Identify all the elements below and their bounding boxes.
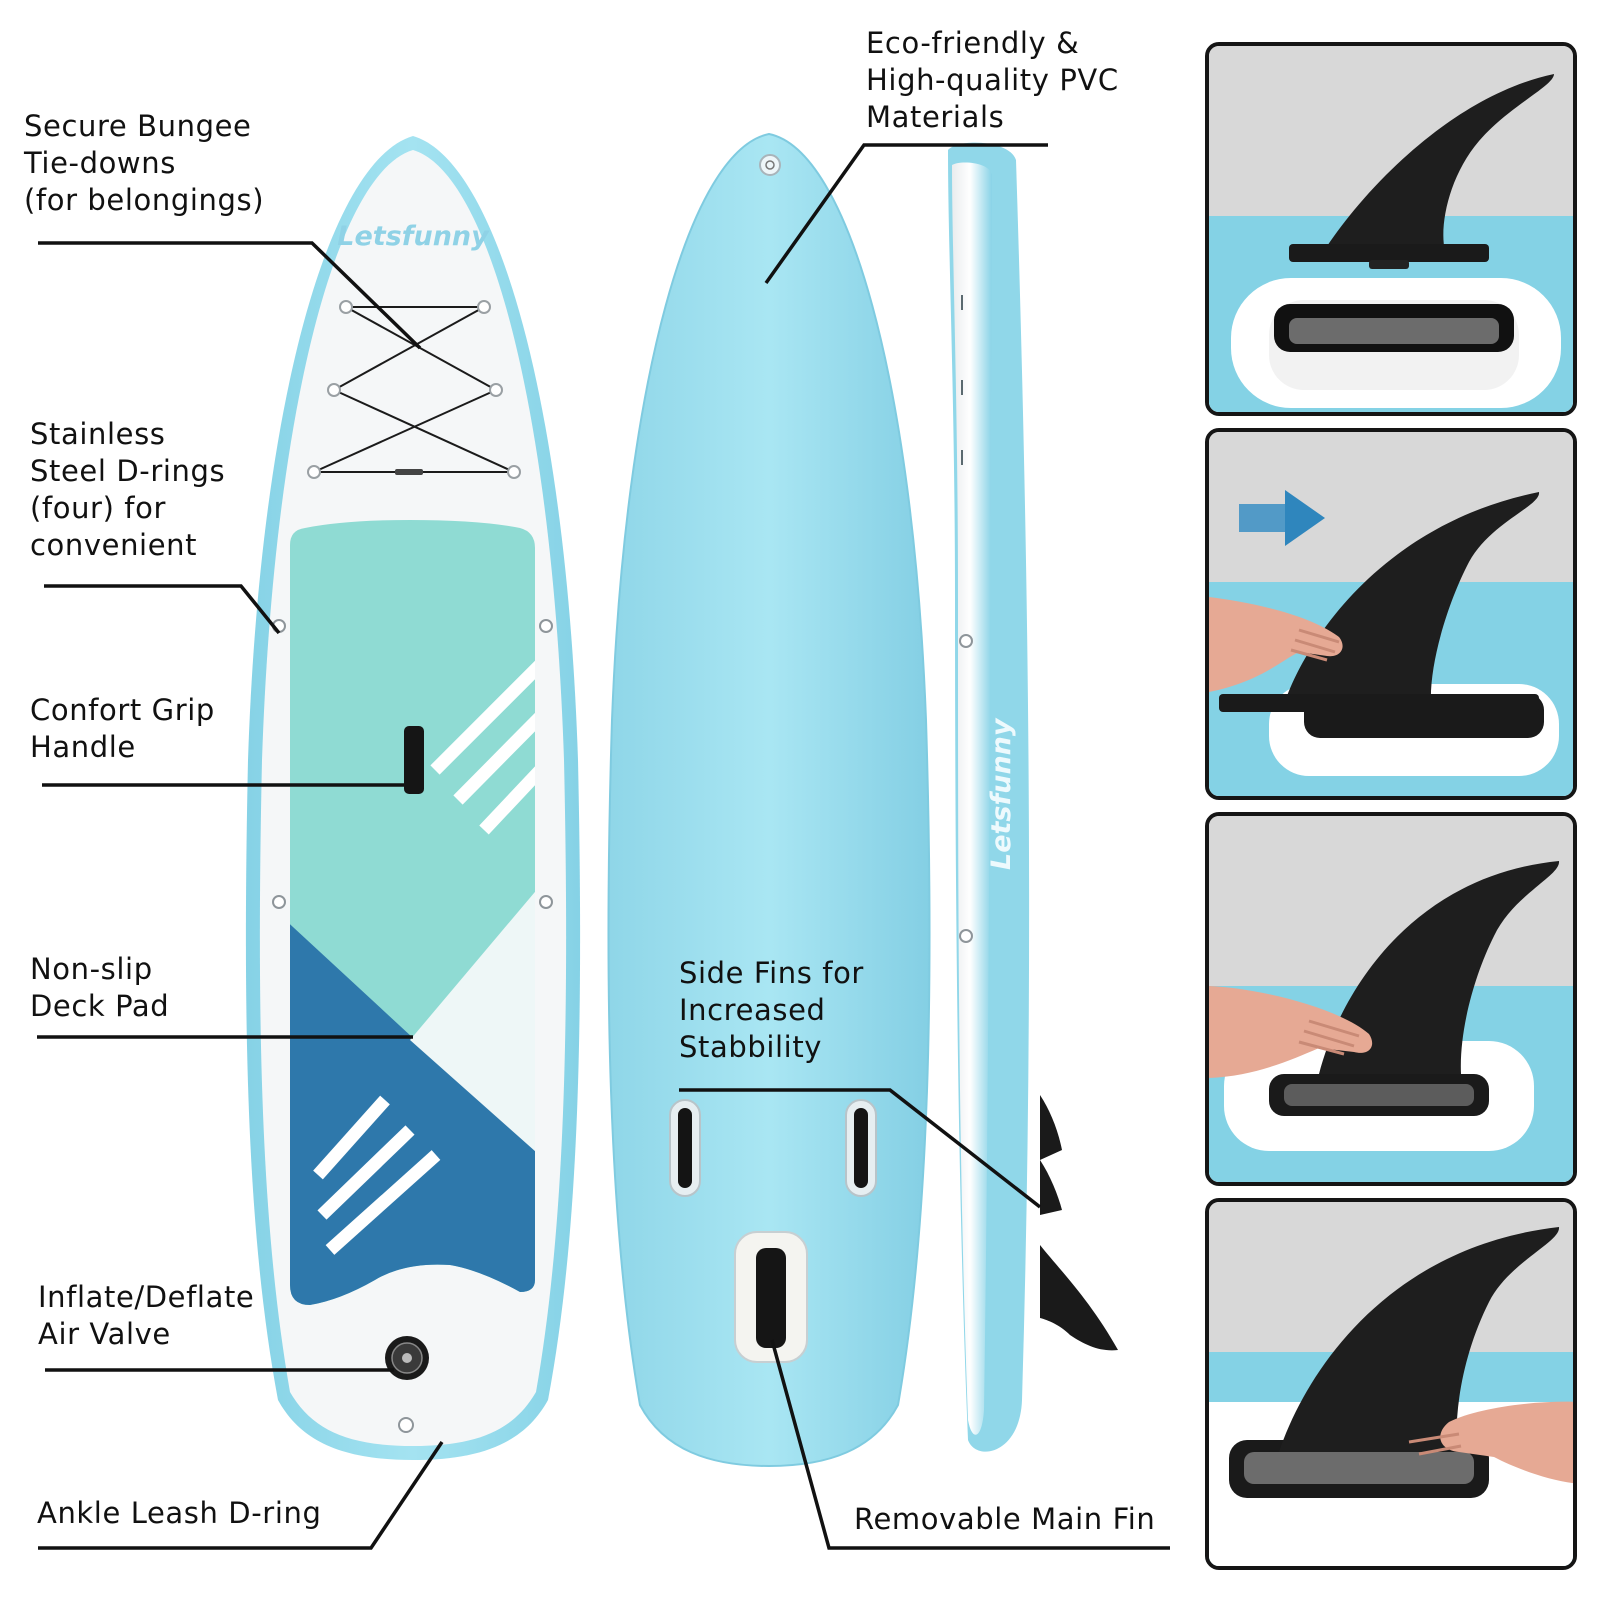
leader-side-fins [679, 1088, 1042, 1209]
leader-leash [38, 1441, 444, 1550]
side-fin-right [845, 1099, 877, 1197]
panel-slide-fin-in [1205, 428, 1577, 800]
leader-pvc [764, 143, 1048, 285]
callout-d-rings: Stainless Steel D-rings (four) for conve… [30, 417, 226, 562]
panel-press-fin-down [1205, 812, 1577, 1186]
fin-icon [1279, 1227, 1560, 1452]
hand-icon [1209, 597, 1343, 692]
leader-drings [44, 584, 281, 635]
main-fin-box [734, 1231, 808, 1363]
air-valve [385, 1336, 429, 1380]
fin-icon [1319, 861, 1560, 1074]
side-profile-fins [1040, 1095, 1118, 1351]
hand-icon [1408, 1401, 1573, 1484]
leash-d-ring [398, 1417, 414, 1433]
board-bottom-view [607, 132, 931, 1468]
grip-handle [404, 726, 424, 794]
side-view-d-rings [959, 634, 973, 943]
board-side-view: Letsfunny [948, 142, 1118, 1452]
leader-main-fin [770, 1339, 1170, 1550]
callout-bungee: Secure Bungee Tie-downs (for belongings) [24, 109, 265, 217]
callout-leash-d-ring: Ankle Leash D-ring [37, 1496, 322, 1530]
callout-pvc-material: Eco-friendly & High-quality PVC Material… [866, 26, 1119, 134]
board-top-view: Letsfunny [245, 136, 581, 1460]
panel-fin-and-slot [1205, 42, 1577, 416]
arrow-right-icon [1239, 490, 1325, 546]
callout-side-fins: Side Fins for Increased Stabbility [679, 956, 864, 1064]
deck-pad [290, 520, 535, 1305]
nose-d-ring [759, 154, 781, 176]
hand-icon [1209, 986, 1373, 1078]
brand-logo-top: Letsfunny [337, 221, 490, 252]
deck-stripes-lower [313, 1095, 441, 1255]
callout-air-valve: Inflate/Deflate Air Valve [38, 1280, 255, 1351]
deck-stripes-upper [430, 660, 535, 835]
callout-main-fin: Removable Main Fin [854, 1502, 1156, 1536]
leader-bungee [38, 241, 422, 350]
bungee-anchors [307, 300, 521, 479]
fin-icon [1219, 492, 1540, 712]
side-fin-left [669, 1099, 701, 1197]
fin-box-icon [1231, 278, 1561, 408]
fin-icon [1289, 74, 1554, 269]
leader-lines [37, 143, 1170, 1550]
panel-lock-fin-pin [1205, 1198, 1577, 1570]
brand-logo-side: Letsfunny [986, 717, 1017, 870]
callout-deck-pad: Non-slip Deck Pad [30, 952, 170, 1023]
callout-grip-handle: Confort Grip Handle [30, 693, 215, 764]
